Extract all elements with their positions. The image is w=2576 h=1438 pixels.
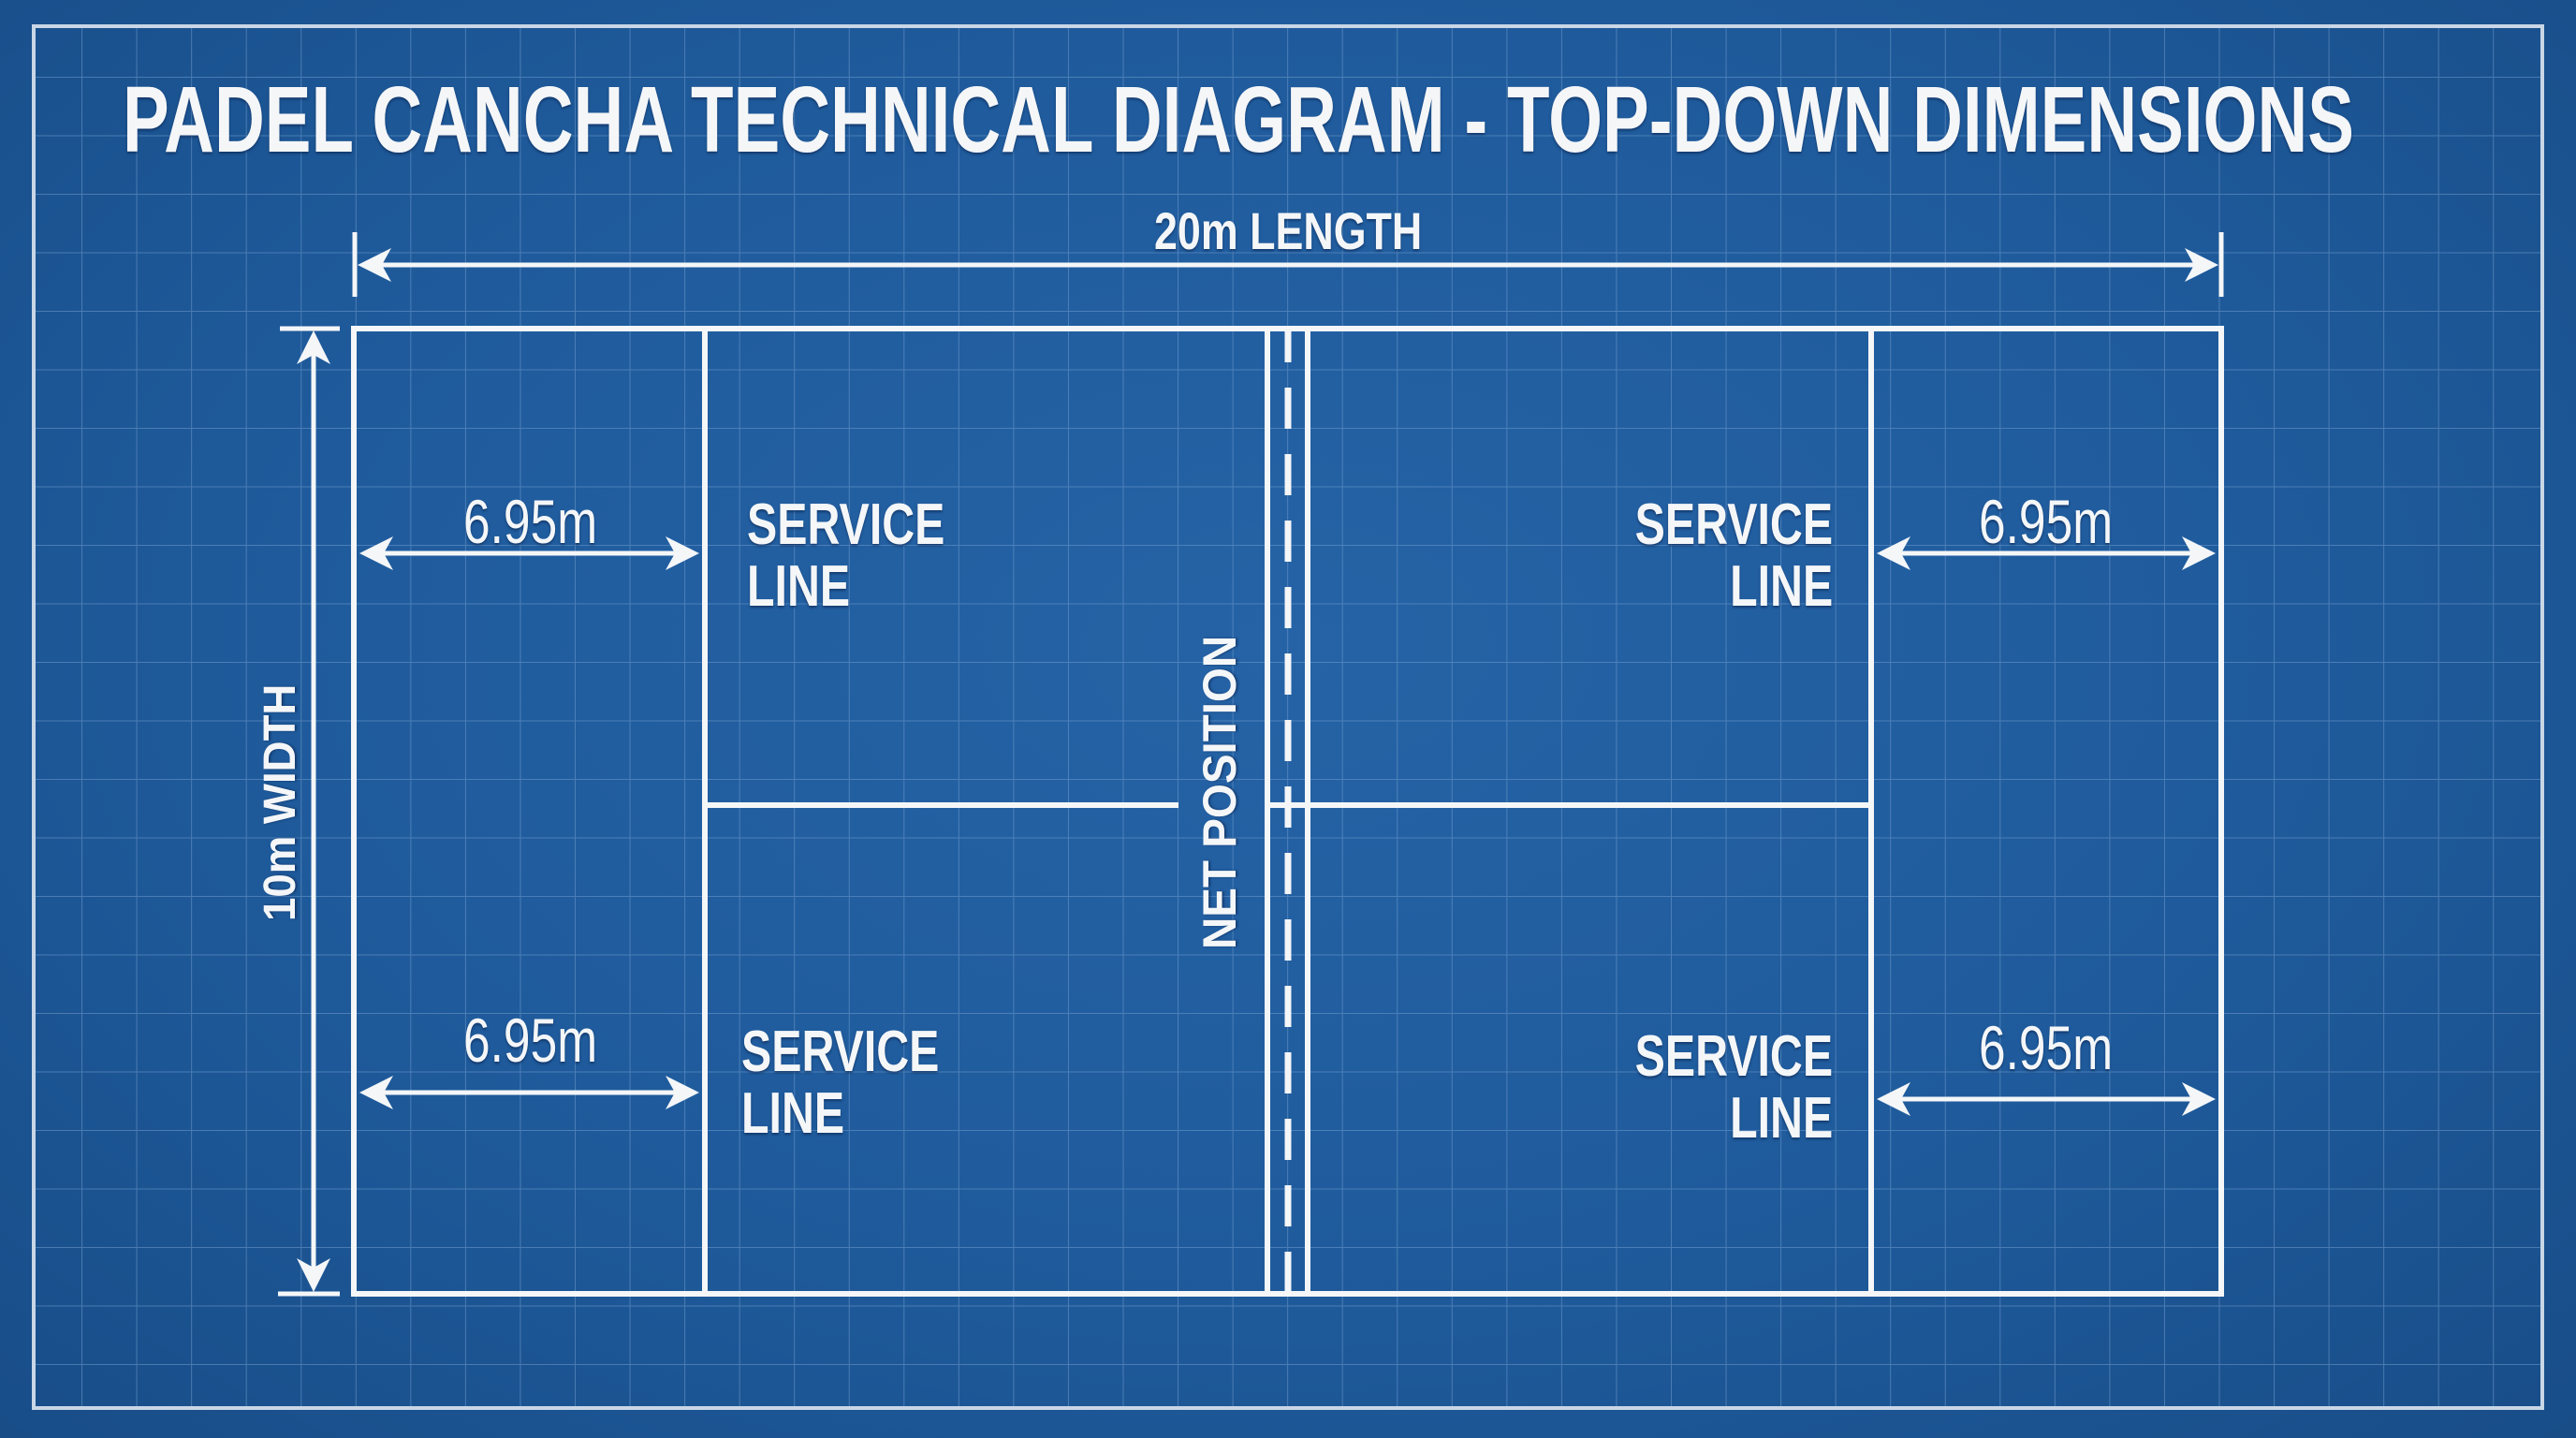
arrowhead-icon [359,1076,393,1109]
service-line-label-bottom-right: SERVICE LINE [1634,1024,1833,1151]
arrowhead-up-icon [297,330,330,364]
page-title: PADEL CANCHA TECHNICAL DIAGRAM - TOP-DOW… [123,67,2354,172]
width-dimension-label: 10m WIDTH [256,683,305,921]
net-position-label: NET POSITION [1193,635,1246,949]
arrowhead-icon [1877,1082,1910,1116]
arrowhead-icon [2182,536,2216,570]
length-dimension-label: 20m LENGTH [1154,201,1423,260]
arrowhead-icon [666,1076,699,1109]
arrowhead-icon [2182,1082,2216,1116]
arrowhead-icon [1877,536,1910,570]
arrowhead-icon [359,536,393,570]
service-depth-label-bottom-left: 6.95m [463,1005,598,1075]
service-line-label-bottom-left: SERVICE LINE [741,1020,940,1146]
service-line-label-top-left: SERVICE LINE [747,492,945,619]
court-lines [351,326,2224,1297]
arrowhead-icon [666,536,699,570]
service-line-label-top-right: SERVICE LINE [1634,492,1833,619]
grid-background [34,26,2542,1408]
arrowhead-right-icon [2185,248,2218,282]
service-depth-label-top-left: 6.95m [463,487,598,556]
arrowhead-down-icon [297,1258,330,1292]
service-depth-label-top-right: 6.95m [1979,487,2114,556]
arrowhead-left-icon [358,248,391,282]
blueprint-frame [32,24,2544,1410]
service-depth-label-bottom-right: 6.95m [1979,1013,2114,1082]
dimension-lines [278,232,2224,1297]
